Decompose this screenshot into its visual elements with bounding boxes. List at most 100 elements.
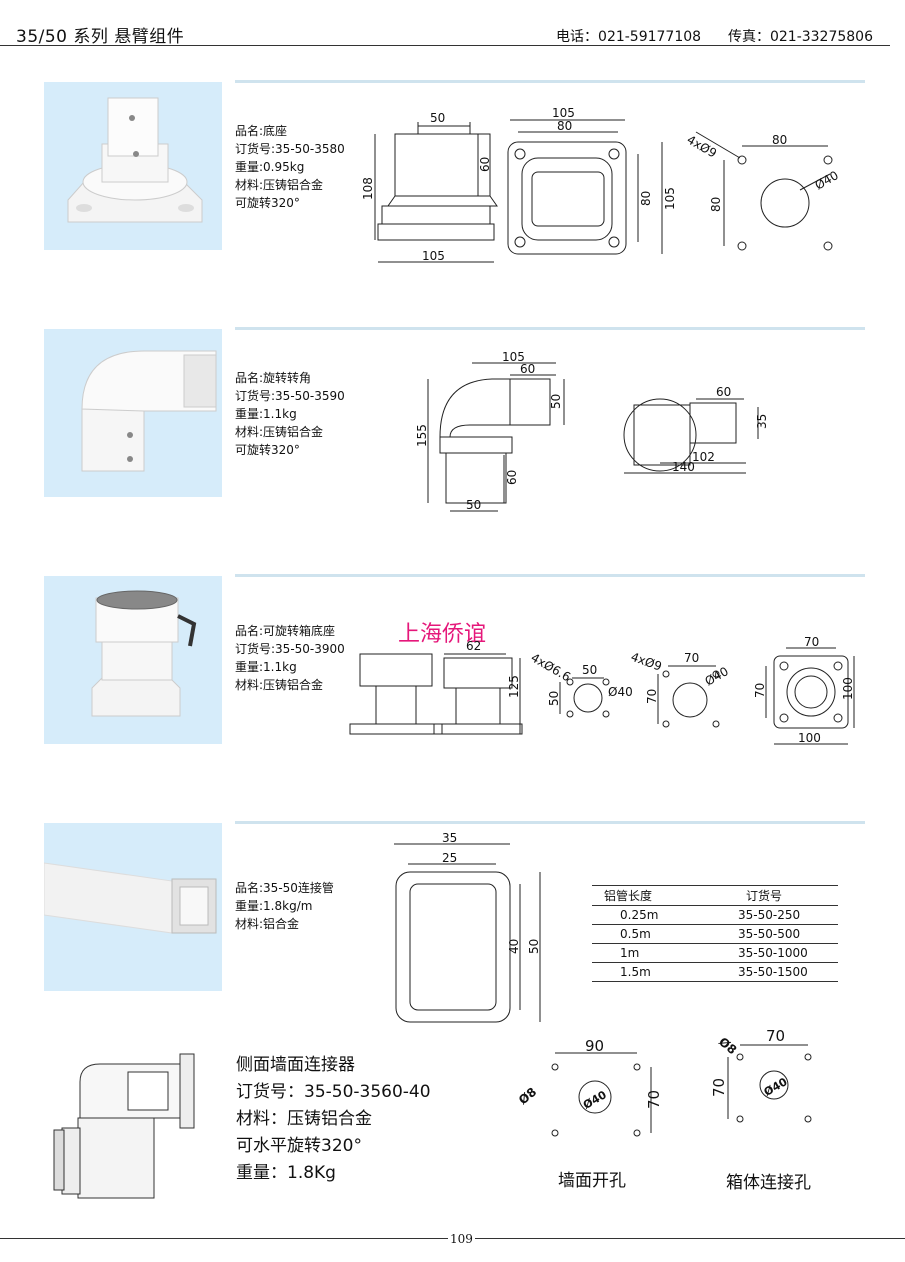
dim-label: 70 [766,1027,785,1045]
box-base-drawing: 62 125 4xØ6.6 50 50 Ø40 4xØ9 70 70 Ø40 7… [349,635,855,745]
dim-label: 40 [507,939,521,954]
dim-label: 80 [772,133,787,147]
product-material: 材料:压铸铝合金 [235,425,324,439]
dim-label: 155 [415,424,429,447]
watermark: 上海侨谊 [398,622,487,647]
box-hole-caption: 箱体连接孔 [726,1173,811,1193]
dim-label: 50 [466,498,481,512]
product-order-number: 订货号:35-50-3590 [235,389,345,403]
table-cell: 0.5m [620,927,651,941]
length-table-wrapper: 铝管长度 订货号 0.25m 35-50-250 0.5m 35-50-500 … [592,885,838,982]
dim-label: 80 [557,119,572,133]
dim-label: 100 [841,677,855,700]
table-row: 0.25m 35-50-250 [592,906,838,925]
product-order-number: 订货号:35-50-3580 [235,142,345,156]
phone: 电话：021-59177108 [556,29,702,45]
product-weight: 重量:1.1kg [235,660,297,674]
dim-label: 50 [547,691,561,706]
product-spec-base: 品名:底座 订货号:35-50-3580 重量:0.95kg 材料:压铸铝合金 … [235,122,345,212]
dim-label: 25 [442,851,457,865]
dim-label: Ø40 [703,664,731,688]
table-row: 0.5m 35-50-500 [592,925,838,944]
table-cell: 35-50-500 [738,927,801,941]
dim-label: 60 [478,157,492,172]
base-photo-image [67,97,203,223]
product-photo-box-base [44,576,222,744]
dim-label: 50 [527,939,541,954]
dim-label: 80 [639,191,653,206]
dim-label: 4xØ6.6 [529,650,573,684]
table-cell: 35-50-1500 [738,965,808,979]
product-spec-corner: 品名:旋转转角 订货号:35-50-3590 重量:1.1kg 材料:压铸铝合金… [235,369,345,459]
product-spec-tube: 品名:35-50连接管 重量:1.8kg/m 材料:铝合金 [235,879,334,933]
dim-label: 70 [645,1090,663,1109]
product-rotation: 可旋转320° [235,196,300,210]
table-cell: 0.25m [620,908,659,922]
section-divider [235,821,865,824]
product-name: 侧面墙面连接器 [236,1055,355,1075]
dim-label: Ø8 [516,1085,539,1108]
product-order-number: 订货号：35-50-3560-40 [236,1082,431,1102]
table-header: 铝管长度 [604,889,653,903]
product-material: 材料:压铸铝合金 [235,178,324,192]
dim-label: 105 [502,350,525,364]
length-order-table: 铝管长度 订货号 0.25m 35-50-250 0.5m 35-50-500 … [592,885,838,982]
base-drawing: 50 60 108 105 105 80 80 105 4xØ9 80 80 Ø… [361,106,841,263]
dim-label: 100 [798,731,821,745]
dim-label: 105 [663,187,677,210]
dim-label: 4xØ9 [685,132,720,160]
page-number: 109 [448,1232,475,1246]
table-row: 1m 35-50-1000 [592,944,838,963]
table-cell: 35-50-250 [738,908,801,922]
product-name: 品名:底座 [235,124,288,138]
dim-label: 80 [709,197,723,212]
section-divider [235,327,865,330]
dim-label: 50 [582,663,597,677]
dim-label: Ø40 [608,685,633,699]
page-title: 35/50 系列 悬臂组件 [16,27,185,47]
product-rotation: 可水平旋转320° [236,1136,362,1156]
dim-label: 140 [672,460,695,474]
dim-label: 102 [692,450,715,464]
product-material: 材料：压铸铝合金 [236,1109,372,1129]
dim-label: Ø8 [716,1035,739,1058]
dim-label: 4xØ9 [629,650,664,674]
dim-label: 108 [361,177,375,200]
product-photo-tube [44,823,222,991]
dim-label: 70 [804,635,819,649]
product-weight: 重量:1.8kg/m [235,899,313,913]
product-photo-corner [44,329,222,497]
dim-label: 50 [430,111,445,125]
fax: 传真：021-33275806 [727,29,873,45]
dim-label: 70 [753,683,767,698]
tube-photo-image [44,862,217,934]
dim-label: 105 [422,249,445,263]
product-rotation: 可旋转320° [235,443,300,457]
table-header: 订货号 [746,889,783,903]
product-weight: 重量:0.95kg [235,160,305,174]
product-material: 材料:压铸铝合金 [235,678,324,692]
side-connector-image [53,1053,195,1199]
corner-photo-image [81,350,217,472]
corner-drawing: 105 60 50 155 60 50 60 35 102 140 [415,350,769,512]
dim-label: 70 [710,1078,728,1097]
wall-hole-drawing: 90 70 Ø8 Ø40 [516,1037,663,1137]
table-cell: 1m [620,946,640,960]
table-cell: 35-50-1000 [738,946,808,960]
product-name: 品名:35-50连接管 [235,881,334,895]
tube-drawing: 35 25 40 50 [394,831,541,1023]
box-base-photo-image [91,590,197,717]
dim-label: 105 [552,106,575,120]
product-weight: 重量:1.1kg [235,407,297,421]
product-spec-box-base: 品名:可旋转箱底座 订货号:35-50-3900 重量:1.1kg 材料:压铸铝… [235,622,345,694]
product-photo-base [44,82,222,250]
contact-info: 电话：021-59177108 传真：021-33275806 [556,26,873,46]
dim-label: 35 [442,831,457,845]
dim-label: 50 [549,394,563,409]
dim-label: 70 [645,689,659,704]
table-cell: 1.5m [620,965,651,979]
table-header-row: 铝管长度 订货号 [592,885,838,906]
dim-label: 60 [505,470,519,485]
dim-label: 35 [755,414,769,429]
side-connector-spec: 侧面墙面连接器 订货号：35-50-3560-40 材料：压铸铝合金 可水平旋转… [236,1052,431,1187]
